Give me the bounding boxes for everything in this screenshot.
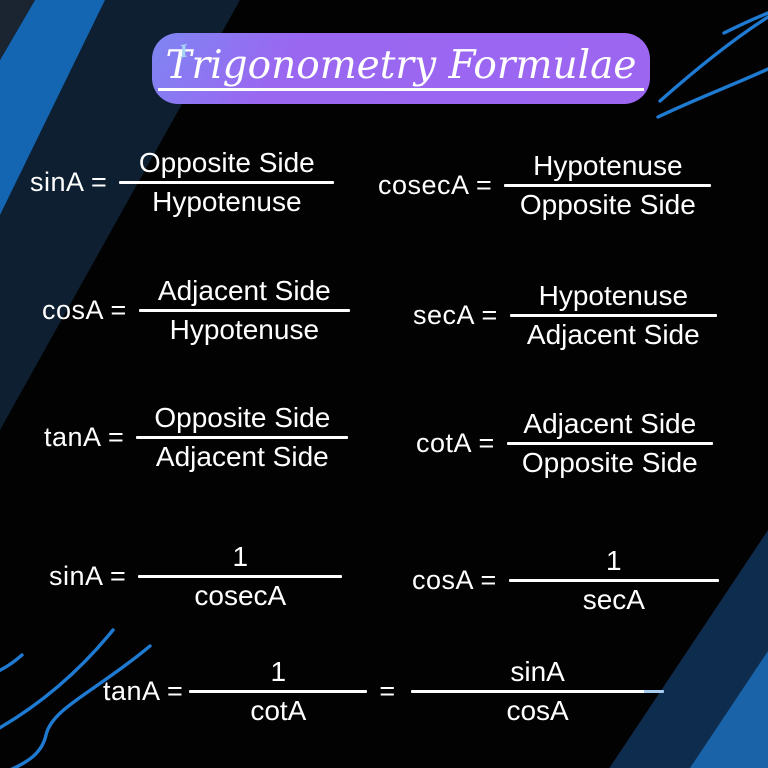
denominator: cosA [506, 695, 569, 726]
fraction: 1 cosecA [138, 539, 343, 614]
fraction: Hypotenuse Opposite Side [504, 148, 712, 223]
curve-bottom-left-short [0, 653, 24, 673]
curve-bottom-left-upper [0, 628, 115, 730]
formula-cos-ratio: cosA = Adjacent Side Hypotenuse [42, 273, 350, 348]
numerator: Opposite Side [154, 402, 331, 433]
fraction: Opposite Side Adjacent Side [136, 400, 349, 475]
fraction-bar [119, 181, 335, 184]
page-title: Trigonometry Formulae [157, 45, 645, 92]
formula-lhs: cosA = [412, 565, 497, 595]
fraction: sinA cosA [411, 654, 665, 729]
curve-top-right-lower [656, 67, 768, 119]
fraction-bar [189, 690, 368, 693]
denominator: Opposite Side [521, 447, 698, 478]
fraction: 1 secA [508, 543, 719, 618]
numerator: 1 [270, 656, 287, 687]
formula-cos-reciprocal: cosA = 1 secA [412, 543, 719, 618]
formula-sec-ratio: secA = Hypotenuse Adjacent Side [413, 278, 717, 353]
equals-sign: = [379, 676, 396, 706]
fraction-bar [411, 690, 665, 693]
formula-lhs: sinA = [49, 561, 127, 591]
formula-lhs: secA = [413, 300, 498, 330]
formula-sin-reciprocal: sinA = 1 cosecA [49, 539, 343, 614]
fraction-bar [136, 436, 349, 439]
fraction: 1 cotA [189, 654, 368, 729]
fraction-bar [508, 579, 719, 582]
fraction-bar [504, 184, 712, 187]
denominator: Adjacent Side [526, 319, 700, 350]
formula-cosec-ratio: cosecA = Hypotenuse Opposite Side [378, 148, 712, 223]
formula-sin-ratio: sinA = Opposite Side Hypotenuse [30, 145, 335, 220]
denominator: cotA [250, 695, 307, 726]
numerator: sinA [510, 656, 565, 687]
title-banner: Trigonometry Formulae [152, 33, 650, 104]
numerator: 1 [606, 545, 622, 576]
denominator: secA [582, 584, 645, 615]
numerator: Opposite Side [138, 147, 315, 178]
denominator: Hypotenuse [152, 186, 302, 217]
fraction-bar [506, 442, 713, 445]
fraction: Opposite Side Hypotenuse [119, 145, 335, 220]
fraction-bar [138, 309, 350, 312]
formula-lhs: tanA = [103, 676, 184, 706]
numerator: Hypotenuse [533, 150, 683, 181]
denominator: Hypotenuse [169, 314, 320, 345]
formula-tan-identity: tanA = 1 cotA = sinA cosA [103, 654, 665, 729]
numerator: Adjacent Side [523, 408, 697, 439]
fraction: Adjacent Side Hypotenuse [138, 273, 350, 348]
formula-tan-ratio: tanA = Opposite Side Adjacent Side [44, 400, 349, 475]
denominator: cosecA [194, 580, 287, 611]
numerator: 1 [232, 541, 249, 572]
numerator: Adjacent Side [157, 275, 331, 306]
curve-top-right-short [722, 11, 768, 35]
formula-lhs: sinA = [30, 167, 108, 197]
formula-lhs: cotA = [416, 428, 495, 458]
fraction-bar [138, 575, 343, 578]
curve-top-right-long [658, 15, 768, 103]
denominator: Adjacent Side [155, 441, 329, 472]
fraction: Hypotenuse Adjacent Side [509, 278, 717, 353]
denominator: Opposite Side [519, 189, 696, 220]
formula-lhs: tanA = [44, 422, 125, 452]
fraction-bar [509, 314, 717, 317]
formula-lhs: cosecA = [378, 170, 493, 200]
formula-lhs: cosA = [42, 295, 127, 325]
fraction: Adjacent Side Opposite Side [506, 406, 713, 481]
numerator: Hypotenuse [538, 280, 689, 311]
formula-cot-ratio: cotA = Adjacent Side Opposite Side [416, 406, 713, 481]
